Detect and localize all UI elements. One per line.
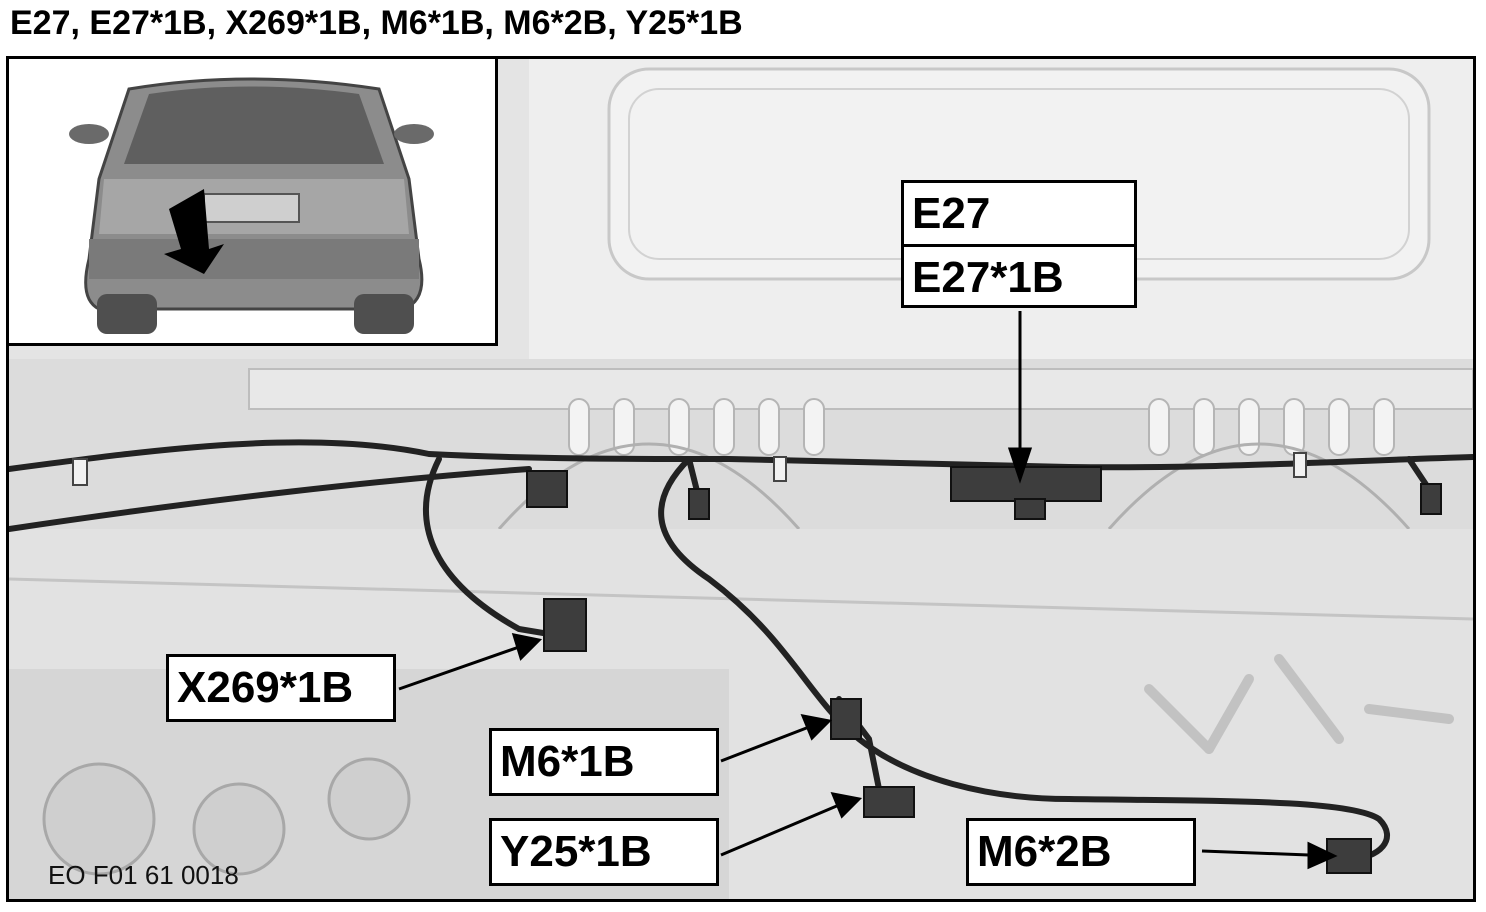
diagram-title: E27, E27*1B, X269*1B, M6*1B, M6*2B, Y25*… — [10, 4, 743, 42]
location-arrow-icon — [164, 189, 224, 274]
figure-code: EO F01 61 0018 — [48, 860, 239, 890]
label-m6-2b: M6*2B — [966, 818, 1196, 886]
label-stack-e27: E27 E27*1B — [901, 180, 1137, 308]
label-x269-1b: X269*1B — [166, 654, 396, 722]
label-m6-1b: M6*1B — [489, 728, 719, 796]
vehicle-location-inset — [6, 56, 498, 346]
car-rear-icon — [9, 59, 495, 343]
label-e27-1b: E27*1B — [912, 252, 1064, 302]
label-e27: E27 — [904, 183, 1134, 247]
label-y25-1b: Y25*1B — [489, 818, 719, 886]
